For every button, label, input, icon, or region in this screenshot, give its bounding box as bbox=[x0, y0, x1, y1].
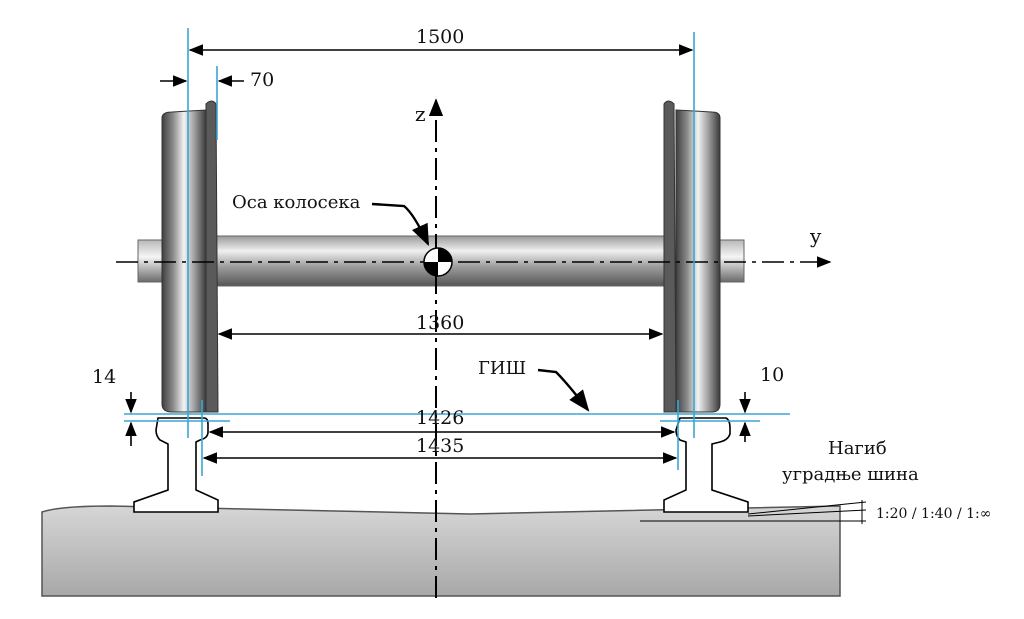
dim-label-1500: 1500 bbox=[416, 26, 465, 48]
inclination-label-line2: уградње шина bbox=[782, 464, 919, 485]
z-axis-label: z bbox=[415, 102, 426, 126]
dim-label-70: 70 bbox=[250, 69, 275, 91]
dim-label-1435: 1435 bbox=[416, 435, 465, 457]
rail-left bbox=[133, 417, 219, 513]
rail-right bbox=[663, 417, 749, 513]
dim-label-10: 10 bbox=[760, 364, 785, 386]
dim-label-1360: 1360 bbox=[416, 312, 465, 334]
dim-label-14: 14 bbox=[92, 366, 117, 388]
leader-track-axis bbox=[371, 202, 430, 246]
wheel-left bbox=[161, 100, 219, 413]
inclination-label-line1: Нагиб bbox=[828, 438, 887, 459]
guide-lines bbox=[124, 28, 790, 476]
inclination-ratios-label: 1:20 / 1:40 / 1:∞ bbox=[876, 506, 992, 522]
inclination-lines bbox=[640, 500, 867, 524]
y-axis-label: y bbox=[810, 224, 822, 248]
wheel-right bbox=[663, 100, 721, 413]
track-axis-marker bbox=[423, 247, 453, 277]
rail-head-label: ГИШ bbox=[478, 358, 527, 379]
leader-rail-head bbox=[537, 368, 590, 412]
track-axis-label: Оса колосека bbox=[232, 192, 361, 213]
sleeper bbox=[41, 505, 841, 597]
axle-hub-right bbox=[719, 239, 745, 283]
dim-label-1426: 1426 bbox=[416, 407, 465, 429]
